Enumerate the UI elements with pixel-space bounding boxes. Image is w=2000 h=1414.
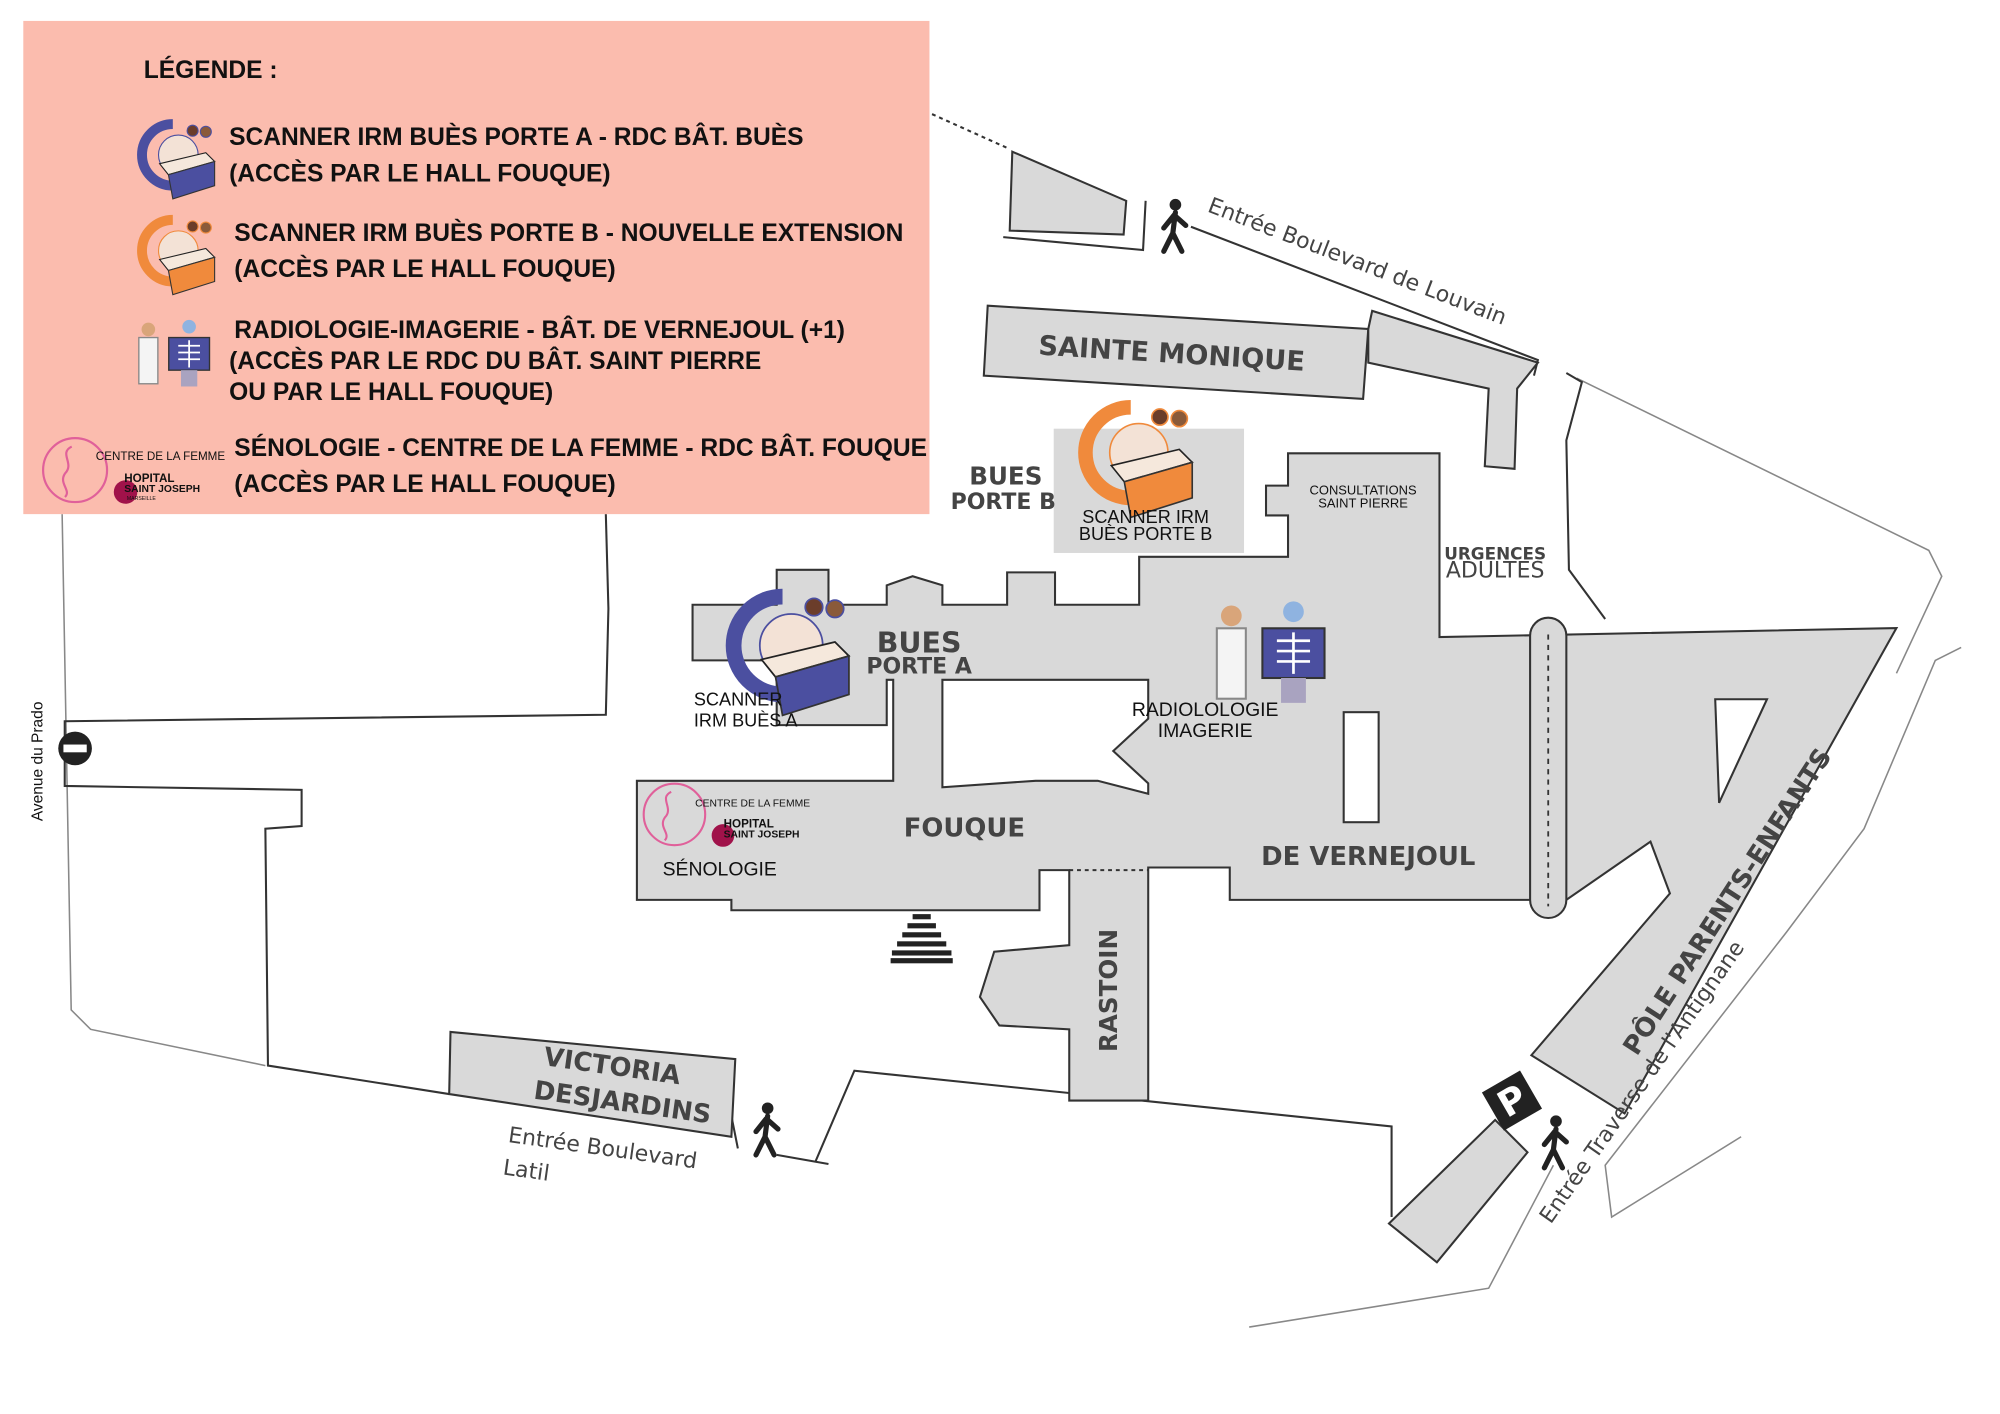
legend-panel: LÉGENDE : SCANNER IRM BUÈS PORTE A - RDC… <box>23 20 930 515</box>
label-scanner-a: SCANNER <box>694 690 783 710</box>
logo-text: HOPITAL <box>124 472 174 485</box>
no-entry-icon <box>58 731 92 766</box>
building-parking <box>1387 1118 1529 1264</box>
pedestrian-entrance-icon <box>1544 1115 1566 1167</box>
label-bues-b: PORTE B <box>951 490 1056 515</box>
label-scanner-b: BUÈS PORTE B <box>1079 524 1213 544</box>
pedestrian-entrance-icon <box>756 1102 778 1154</box>
legend-item-text: SÉNOLOGIE - CENTRE DE LA FEMME - RDC BÂT… <box>234 434 927 462</box>
street-boulevard-latil: Latil <box>501 1155 551 1186</box>
label-senologie: SÉNOLOGIE <box>663 857 777 880</box>
legend-item-text: (ACCÈS PAR LE RDC DU BÂT. SAINT PIERRE <box>229 347 761 375</box>
label-consultations: SAINT PIERRE <box>1318 496 1408 511</box>
logo-text: CENTRE DE LA FEMME <box>96 450 226 463</box>
building-victoria-desjardins[interactable] <box>448 1030 737 1138</box>
building-annex <box>1367 309 1540 470</box>
corridor-bridge <box>1529 616 1568 920</box>
logo-text: HOPITAL <box>724 817 774 830</box>
site-outlines <box>61 113 1962 1328</box>
courtyard <box>941 678 1150 796</box>
legend-item-text: SCANNER IRM BUÈS PORTE B - NOUVELLE EXTE… <box>234 219 903 247</box>
building-sainte-monique[interactable] <box>982 304 1370 401</box>
legend-item-text: (ACCÈS PAR LE HALL FOUQUE) <box>229 159 610 187</box>
stairs-icon <box>890 914 953 964</box>
courtyard-pole <box>1714 698 1769 804</box>
legend-item-text: RADIOLOGIE-IMAGERIE - BÂT. DE VERNEJOUL … <box>234 316 845 344</box>
label-radiologie: IMAGERIE <box>1158 720 1253 742</box>
courtyard-vernejoul <box>1342 711 1380 824</box>
building-top-small <box>1008 150 1128 236</box>
label-radiologie: RADIOLOLOGIE <box>1132 699 1279 721</box>
legend-title: LÉGENDE : <box>144 56 278 84</box>
pedestrian-entrance-icon <box>1164 199 1186 251</box>
label-fouque: FOUQUE <box>904 813 1025 843</box>
building-main-complex[interactable] <box>635 452 1899 1115</box>
label-urgences: URGENCES <box>1444 543 1546 563</box>
logo-text: CENTRE DE LA FEMME <box>695 799 810 810</box>
label-bues-b: BUES <box>969 461 1042 490</box>
logo-text: SAINT JOSEPH <box>724 830 800 841</box>
label-bues-a: PORTE A <box>866 654 972 679</box>
label-rastoin: RASTOIN <box>1094 929 1123 1052</box>
label-scanner-a: IRM BUÈS A <box>694 710 799 730</box>
legend-item-text: (ACCÈS PAR LE HALL FOUQUE) <box>234 255 615 283</box>
label-urgences: ADULTES <box>1446 559 1545 584</box>
label-de-vernejoul: DE VERNEJOUL <box>1261 842 1475 872</box>
label-scanner-b: SCANNER IRM <box>1082 507 1209 527</box>
logo-text: SAINT JOSEPH <box>124 484 200 495</box>
street-avenue-du-prado: Avenue du Prado <box>30 702 47 822</box>
label-consultations: CONSULTATIONS <box>1310 483 1417 498</box>
label-bues-a: BUES <box>877 627 962 660</box>
parking-icon: P <box>1481 1070 1543 1131</box>
logo-text: MARSEILLE <box>127 496 157 502</box>
legend-item-text: OU PAR LE HALL FOUQUE) <box>229 379 553 406</box>
legend-item-text: (ACCÈS PAR LE HALL FOUQUE) <box>234 470 615 498</box>
legend-item-text: SCANNER IRM BUÈS PORTE A - RDC BÂT. BUÈS <box>229 123 803 151</box>
street-boulevard-de-louvain: Entrée Boulevard de Louvain <box>1204 193 1510 330</box>
